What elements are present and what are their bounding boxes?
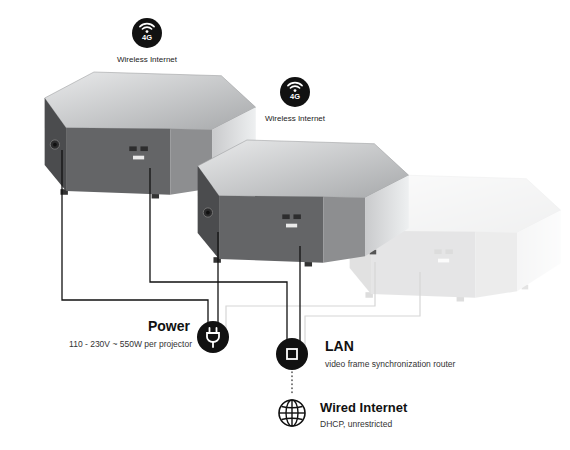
lan-icon-symbol	[276, 338, 308, 370]
icon-caption: Wireless Internet	[265, 114, 325, 123]
projector	[198, 140, 409, 266]
cable-wires	[62, 150, 300, 354]
4g-icon-symbol	[132, 18, 162, 48]
lan-cable	[299, 246, 300, 354]
globe-icon: Wired InternetDHCP, unrestricted	[277, 398, 307, 428]
icon-text: 4G	[132, 34, 162, 42]
heading: Wired Internet	[320, 401, 407, 416]
spec-note: video frame synchronization router	[325, 360, 455, 370]
4g-icon-symbol	[280, 77, 310, 107]
spec-note: 110 - 230V ~ 550W per projector	[69, 340, 192, 350]
icon-caption: Wireless Internet	[117, 55, 177, 64]
icon-text: 4G	[280, 93, 310, 101]
faded-wires	[226, 262, 420, 354]
dotted-connector	[291, 372, 293, 396]
power-icon: Power110 - 230V ~ 550W per projector	[197, 321, 229, 353]
globe-icon-symbol	[277, 398, 307, 428]
power-cable	[62, 150, 208, 337]
spec-note: DHCP, unrestricted	[320, 420, 392, 430]
heading: LAN	[325, 338, 354, 354]
4g-icon: 4GWireless Internet	[132, 18, 162, 48]
heading: Power	[148, 318, 190, 334]
4g-icon: 4GWireless Internet	[280, 77, 310, 107]
lan-icon: LANvideo frame synchronization router	[276, 338, 308, 370]
power-icon-symbol	[197, 321, 229, 353]
